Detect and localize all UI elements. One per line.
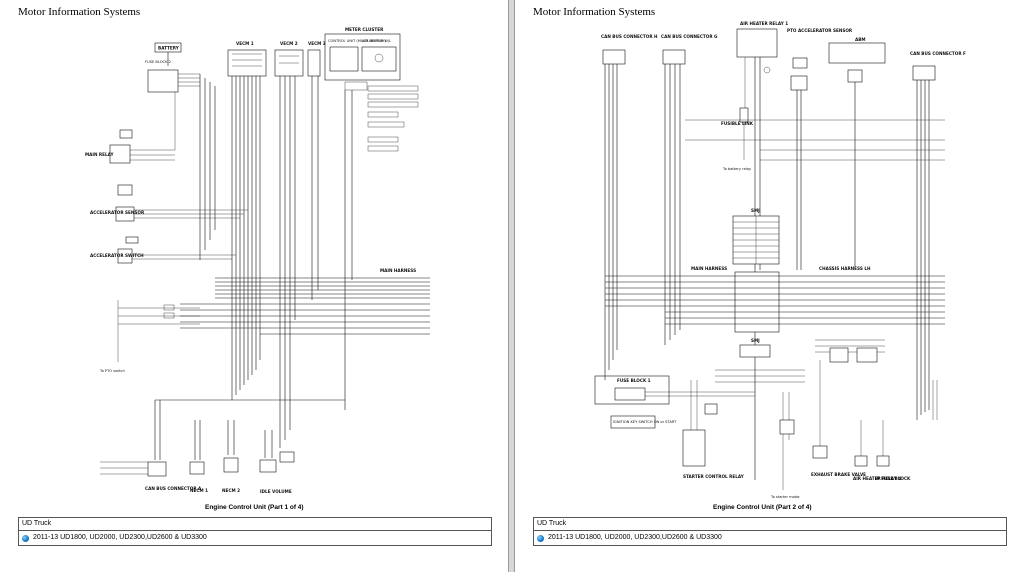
can-bus-h-connector: [602, 49, 626, 65]
ip-fuse-block-box: [876, 455, 890, 467]
vehicle-list-item-label: 2011-13 UD1800, UD2000, UD2300,UD2600 & …: [548, 534, 722, 541]
accelerator-sensor-label: ACCELERATOR SENSOR: [90, 210, 145, 215]
globe-icon: [537, 534, 544, 542]
globe-icon: [22, 534, 29, 542]
cluster-connector-tables: [344, 81, 419, 152]
to-pto-label: To PTO switch: [99, 369, 125, 373]
necm1-connector: [189, 461, 205, 475]
diagram-caption: Engine Control Unit (Part 2 of 4): [713, 504, 812, 511]
can-bus-g-connector: [662, 49, 686, 65]
fuse-block-1-label: FUSE BLOCK 1: [617, 378, 651, 383]
vecm1-connector: [227, 49, 267, 77]
air-heater-relay-box: [736, 28, 778, 58]
to-starter-label: To starter motor: [770, 495, 800, 499]
air-heater-wl-label: AIR HEATER W/L: [362, 39, 391, 43]
battery-label: BATTERY: [158, 46, 180, 51]
to-battery-label: To battery relay: [722, 167, 752, 171]
wire-bundle-vertical: [199, 74, 353, 448]
ignition-label: IGNITION KEY SWITCH ON or START: [613, 420, 677, 424]
vehicle-list-item[interactable]: 2011-13 UD1800, UD2000, UD2300,UD2600 & …: [19, 531, 491, 545]
smj-label-1: SMJ: [751, 208, 760, 213]
main-harness-label: MAIN HARNESS: [691, 266, 727, 271]
fuse-block-box: [147, 69, 179, 93]
air-heater-relay-label: AIR HEATER RELAY 1: [740, 21, 788, 26]
vecm3-connector: [307, 49, 321, 77]
schematic-page-left: Motor Information Systems BATTERY FUSE B…: [0, 0, 509, 572]
can-bus-f-label: CAN BUS CONNECTOR F: [910, 51, 966, 56]
meter-cluster-label: METER CLUSTER: [345, 27, 384, 32]
vecm2-label: VECM 2: [280, 41, 298, 46]
meter-cluster-box: [324, 33, 401, 81]
pto-switch-wires: [117, 300, 200, 362]
vecm3-label: VECM 3: [308, 41, 326, 46]
wiring-diagram-left: BATTERY FUSE BLOCK 2 VECM 1 VECM 2 VECM …: [85, 27, 430, 511]
info-title: UD Truck: [534, 518, 1006, 531]
main-harness-label: MAIN HARNESS: [380, 268, 416, 273]
idle-volume-box: [259, 459, 277, 473]
abm-label: ABM: [855, 37, 866, 42]
relay-terminal-icon: [763, 66, 771, 74]
exhaust-brake-box: [812, 445, 828, 459]
page-header: Motor Information Systems: [18, 6, 141, 18]
main-harness-wires: [180, 277, 430, 335]
info-title: UD Truck: [19, 518, 491, 531]
vehicle-info-panel: UD Truck 2011-13 UD1800, UD2000, UD2300,…: [18, 517, 492, 546]
can-bus-a-connector: [147, 461, 167, 477]
vecm1-label: VECM 1: [236, 41, 254, 46]
accelerator-switch-label: ACCELERATOR SWITCH: [90, 253, 144, 258]
warning-lamp-icon: [374, 53, 384, 63]
air-heater-relay-4-label: AIR HEATER RELAY 4: [853, 476, 901, 481]
smj-label-2: SMJ: [751, 338, 760, 343]
can-bus-a-label: CAN BUS CONNECTOR A: [145, 486, 202, 491]
exhaust-brake-label: EXHAUST BRAKE VALVE: [811, 472, 866, 477]
diagram-caption: Engine Control Unit (Part 1 of 4): [205, 504, 304, 511]
necm2-label: NECM 2: [222, 488, 240, 493]
starter-relay-label: STARTER CONTROL RELAY: [683, 474, 745, 479]
junction-table: [734, 271, 780, 333]
can-bus-h-label: CAN BUS CONNECTOR H: [601, 34, 658, 39]
accelerator-switch-box: [117, 248, 133, 264]
can-bus-f-connector: [912, 65, 936, 81]
vehicle-list-item-label: 2011-13 UD1800, UD2000, UD2300,UD2600 & …: [33, 534, 207, 541]
wiring-diagram-right: CAN BUS CONNECTOR H CAN BUS CONNECTOR G …: [594, 21, 966, 511]
fuse-block-1-box: [614, 387, 646, 401]
fuse-block-label: FUSE BLOCK 2: [145, 60, 171, 64]
can-bus-g-label: CAN BUS CONNECTOR G: [661, 34, 718, 39]
control-unit-label: CONTROL UNIT (MULTI-DISPLAY): [328, 39, 386, 43]
abm-connector: [828, 42, 886, 64]
idle-volume-label: IDLE VOLUME: [260, 489, 292, 494]
air-heater-relay-4-box: [854, 455, 868, 467]
main-relay-box: [109, 144, 131, 164]
necm1-label: NECM 1: [190, 488, 208, 493]
page-header: Motor Information Systems: [533, 6, 656, 18]
main-relay-label: MAIN RELAY: [85, 152, 115, 157]
chassis-harness-label: CHASSIS HARNESS LH: [819, 266, 871, 271]
vehicle-list-item[interactable]: 2011-13 UD1800, UD2000, UD2300,UD2600 & …: [534, 531, 1006, 545]
pto-accel-label: PTO ACCELERATOR SENSOR: [787, 28, 853, 33]
vehicle-info-panel: UD Truck 2011-13 UD1800, UD2000, UD2300,…: [533, 517, 1007, 546]
chassis-harness-wires: [605, 275, 945, 325]
ip-fuse-block-label: IP FUSE BLOCK: [875, 476, 911, 481]
necm2-connector: [223, 457, 239, 473]
ignition-switch-box: [610, 415, 656, 429]
schematic-page-right: Motor Information Systems CAN BUS CONNEC…: [514, 0, 1024, 572]
starter-relay-box: [682, 429, 706, 467]
fusible-link-label: FUSIBLE LINK: [721, 121, 754, 126]
